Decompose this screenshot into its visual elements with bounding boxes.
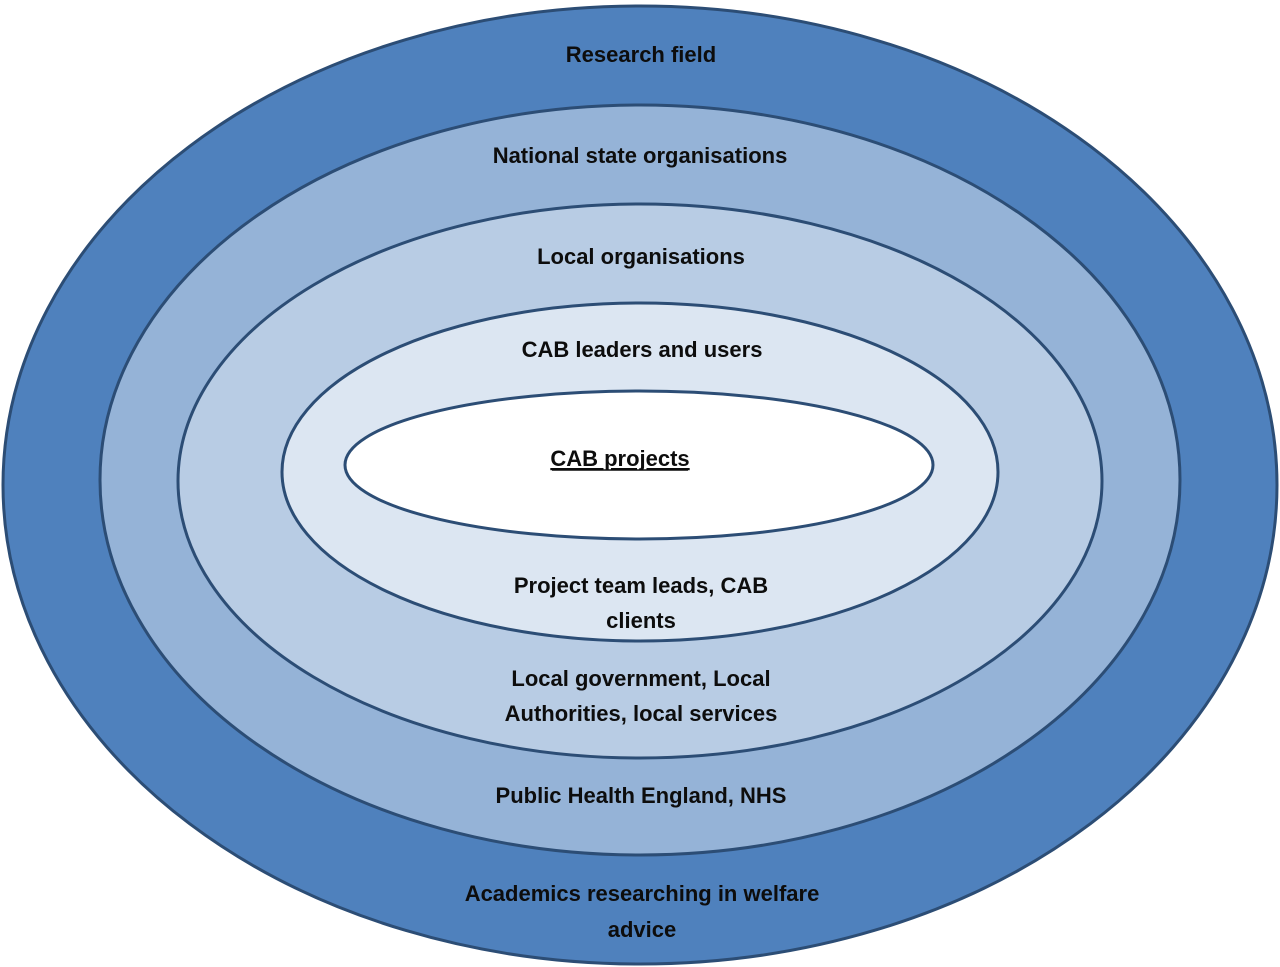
cab-leaders-members-line1: Project team leads, CAB: [514, 573, 768, 598]
research-field-title: Research field: [566, 42, 716, 67]
center-cab-projects: [343, 389, 935, 541]
local-members-line1: Local government, Local: [511, 666, 770, 691]
local-members-line2: Authorities, local services: [505, 701, 778, 726]
cab-projects-title: CAB projects: [550, 446, 689, 471]
research-field-members-line1: Academics researching in welfare: [465, 881, 820, 906]
cab-leaders-members-line2: clients: [606, 608, 676, 633]
national-state-organisations-title: National state organisations: [493, 143, 788, 168]
research-field-members-line2: advice: [608, 917, 677, 942]
local-organisations-title: Local organisations: [537, 244, 745, 269]
national-members-line1: Public Health England, NHS: [496, 783, 787, 808]
cab-leaders-and-users-title: CAB leaders and users: [522, 337, 763, 362]
